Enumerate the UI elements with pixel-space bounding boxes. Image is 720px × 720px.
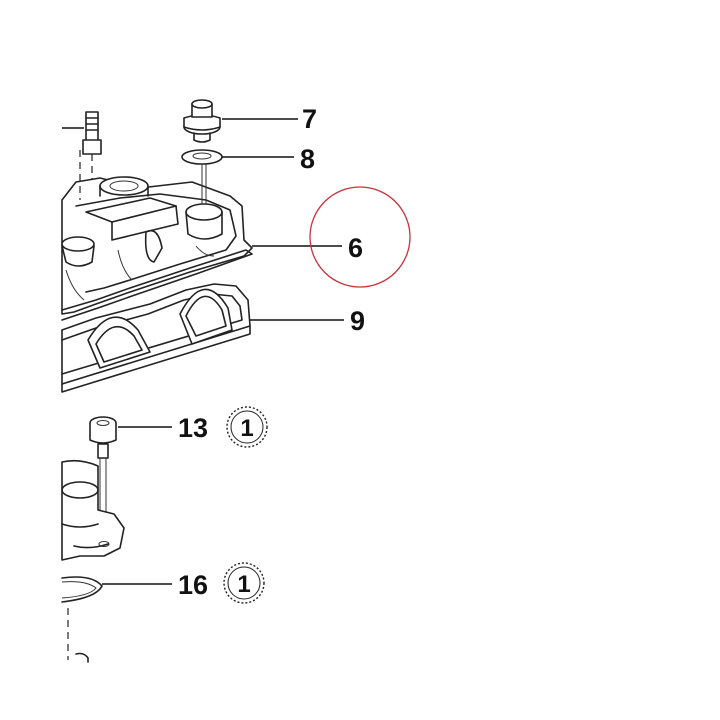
o-ring bbox=[61, 576, 103, 663]
stud-bolt bbox=[62, 111, 102, 185]
callout-13[interactable]: 13 bbox=[178, 413, 208, 443]
callout-9[interactable]: 9 bbox=[350, 306, 365, 336]
note-number-16: 1 bbox=[237, 571, 250, 598]
note-circle-16: 1 bbox=[223, 562, 265, 604]
leader-lines bbox=[102, 118, 344, 585]
callout-16[interactable]: 16 bbox=[178, 570, 208, 600]
housing-cover bbox=[61, 459, 125, 561]
callout-6[interactable]: 6 bbox=[348, 233, 363, 263]
valve-cover bbox=[61, 150, 253, 321]
note-circle-13: 1 bbox=[226, 406, 268, 448]
callout-7[interactable]: 7 bbox=[302, 104, 317, 134]
washer bbox=[181, 149, 223, 204]
cap-bolt bbox=[183, 99, 221, 143]
note-number-13: 1 bbox=[240, 415, 253, 442]
callout-8[interactable]: 8 bbox=[300, 144, 315, 174]
gasket bbox=[61, 283, 251, 393]
highlight-ring bbox=[309, 186, 411, 288]
